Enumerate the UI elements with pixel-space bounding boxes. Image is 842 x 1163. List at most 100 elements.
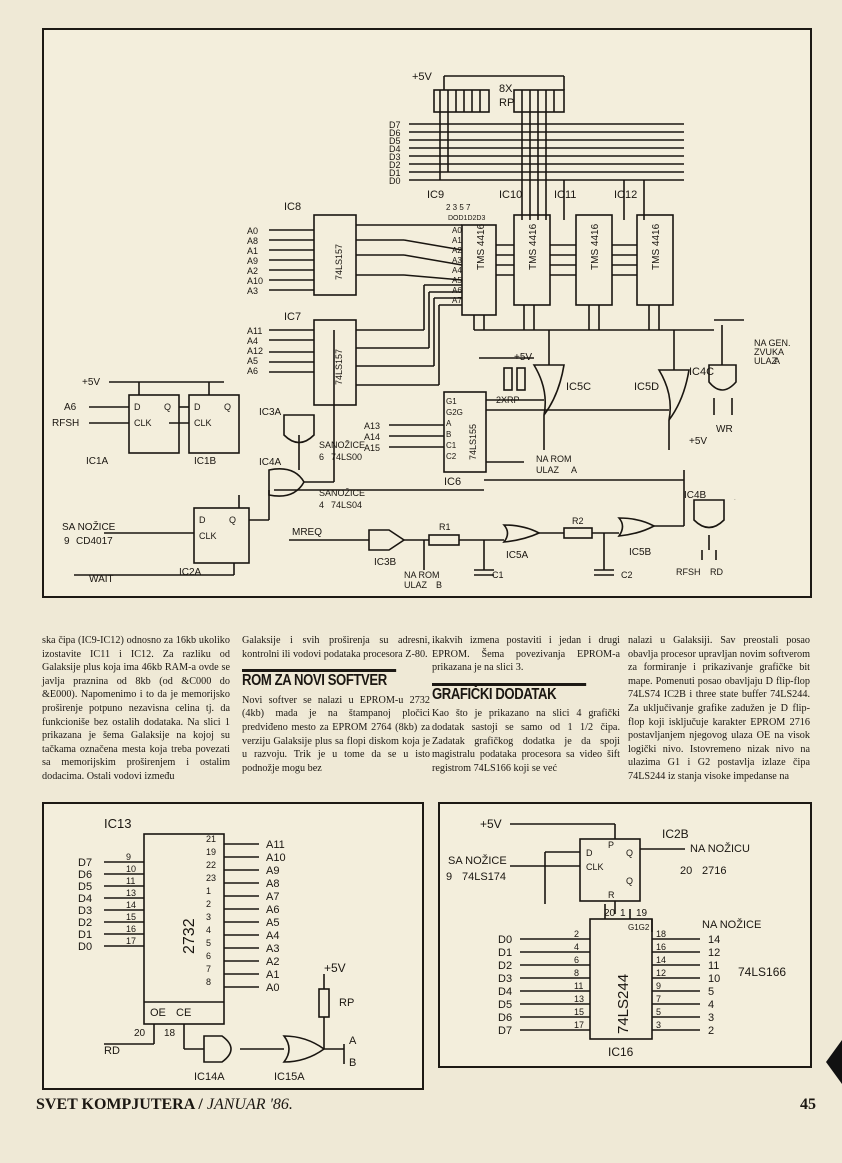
a6-label: A6 <box>64 402 77 413</box>
target-pin-label: 14 <box>708 934 720 946</box>
eprom-data-label: D7 <box>78 857 92 869</box>
na-nozicu-pin: 20 <box>680 865 692 877</box>
data-line-label: D6 <box>389 128 401 138</box>
wait-label: WAIT <box>89 574 114 585</box>
na-gen-label: ZVUKA <box>754 347 784 357</box>
power-label: +5V <box>480 817 502 831</box>
sa-nozice-pin: 9 <box>64 536 70 547</box>
graphic-out-pin: 12 <box>656 968 666 978</box>
chip-label: IC5A <box>506 550 529 561</box>
graphic-in-pin: 4 <box>574 942 579 952</box>
graphic-in-pin: 17 <box>574 1020 584 1030</box>
ff-pin-label: Q <box>164 402 171 412</box>
graphic-input-label: D0 <box>498 934 512 946</box>
chip-label: IC9 <box>427 189 444 201</box>
graphic-out-pin: 7 <box>656 994 661 1004</box>
na-nozicu-chip: 2716 <box>702 865 726 877</box>
na-rom-a-label: NA ROM <box>536 454 572 464</box>
top-pin-label: 19 <box>636 908 648 919</box>
ff-pin-label: Q <box>224 402 231 412</box>
ic9-pins-label: 2 3 5 7 <box>446 203 471 212</box>
chip-label: IC5C <box>566 381 591 393</box>
page-number: 45 <box>800 1096 816 1113</box>
sa-nozice-pin: 9 <box>446 871 452 883</box>
chip-label: IC4A <box>259 457 282 468</box>
graphic-out-pin: 14 <box>656 955 666 965</box>
chip-label: IC4C <box>689 366 714 378</box>
col3-paragraph-a: ikakvih izmena postaviti i jedan i drugi… <box>432 635 620 674</box>
eprom-addr-label: A10 <box>266 852 286 864</box>
ic6-pin-label: G2G <box>446 408 463 417</box>
eprom-addr-label: A3 <box>266 943 279 955</box>
graphic-in-pin: 8 <box>574 968 579 978</box>
ic8-input-label: A9 <box>247 256 258 266</box>
chip-label: IC13 <box>104 816 131 831</box>
target-pin-label: 3 <box>708 1012 714 1024</box>
chip-type-label: TMS 4416 <box>476 223 487 270</box>
na-nozice-label: NA NOŽICE <box>702 918 761 931</box>
oe-label: OE <box>150 1007 166 1019</box>
eprom-addr-label: A2 <box>266 956 279 968</box>
ic9-addr-label: A2 <box>452 246 462 255</box>
data-line-label: D7 <box>389 120 401 130</box>
target-chip-label: 74LS166 <box>738 965 786 979</box>
eprom-addr-pin: 19 <box>206 847 216 857</box>
ic7-input-label: A6 <box>247 366 258 376</box>
ic8-input-label: A8 <box>247 236 258 246</box>
ff-pin-label: D <box>199 515 206 525</box>
eprom-data-pin: 10 <box>126 864 136 874</box>
ic9-addr-label: A5 <box>452 276 462 285</box>
ce-label: CE <box>176 1007 191 1019</box>
eprom-data-label: D6 <box>78 869 92 881</box>
sanozice-chip: 74LS04 <box>331 500 362 510</box>
chip-type-label: 2732 <box>181 918 198 954</box>
chip-label: IC11 <box>554 189 576 201</box>
graphic-input-label: D7 <box>498 1025 512 1037</box>
rd-label: RD <box>734 499 736 501</box>
rfsh-label: RFSH <box>52 418 79 429</box>
top-pin-label: 1 <box>620 908 626 919</box>
chip-type-label: 74LS244 <box>615 974 632 1034</box>
ff-pin-label: CLK <box>199 531 217 541</box>
ic9-addr-label: A4 <box>452 266 462 275</box>
graphic-in-pin: 15 <box>574 1007 584 1017</box>
chip-label: IC3B <box>374 557 397 568</box>
target-pin-label: 2 <box>708 1025 714 1037</box>
r1-label: R1 <box>439 522 451 532</box>
chip-label: IC3A <box>259 407 282 418</box>
ic7-input-label: A11 <box>247 326 262 336</box>
ic9-addr-label: A7 <box>452 296 462 305</box>
chip-label: IC10 <box>499 189 522 201</box>
chip-label: IC1B <box>194 456 217 467</box>
chip-label: IC2B <box>662 827 689 841</box>
col2-paragraph-b: Novi softver se nalazi u EPROM-u 2732 (4… <box>242 694 430 774</box>
eprom-addr-pin: 7 <box>206 964 211 974</box>
eprom-data-pin: 16 <box>126 924 136 934</box>
na-gen-label: NA GEN. <box>754 338 791 348</box>
target-pin-label: 10 <box>708 973 720 985</box>
eprom-data-label: D4 <box>78 893 92 905</box>
pin20-label: 20 <box>134 1028 146 1039</box>
rp-name-label: RP <box>499 97 514 109</box>
graphic-out-pin: 9 <box>656 981 661 991</box>
eprom-addr-pin: 1 <box>206 886 211 896</box>
sa-nozice-label: SA NOŽICE <box>448 854 507 867</box>
target-pin-label: 12 <box>708 947 720 959</box>
magazine-title: SVET KOMPJUTERA / <box>36 1096 203 1113</box>
ic6-input-label: A15 <box>364 443 380 453</box>
na-rom-b-label: NA ROM <box>404 570 440 580</box>
heading-graficki: GRAFIČKI DODATAK <box>432 682 587 702</box>
ic6-pin-label: G1 <box>446 397 457 406</box>
eprom-addr-pin: 3 <box>206 912 211 922</box>
ic7-input-label: A4 <box>247 336 258 346</box>
chip-type-label: TMS 4416 <box>651 223 662 270</box>
eprom-addr-pin: 8 <box>206 977 211 987</box>
out-b-label: B <box>349 1057 356 1069</box>
text-column-2: Galaksije i svih proširenja su adresni, … <box>242 634 430 775</box>
eprom-addr-pin: 6 <box>206 951 211 961</box>
power-label: +5V <box>514 352 532 363</box>
power-label: +5V <box>324 961 346 975</box>
rd-label: RD <box>104 1045 120 1057</box>
